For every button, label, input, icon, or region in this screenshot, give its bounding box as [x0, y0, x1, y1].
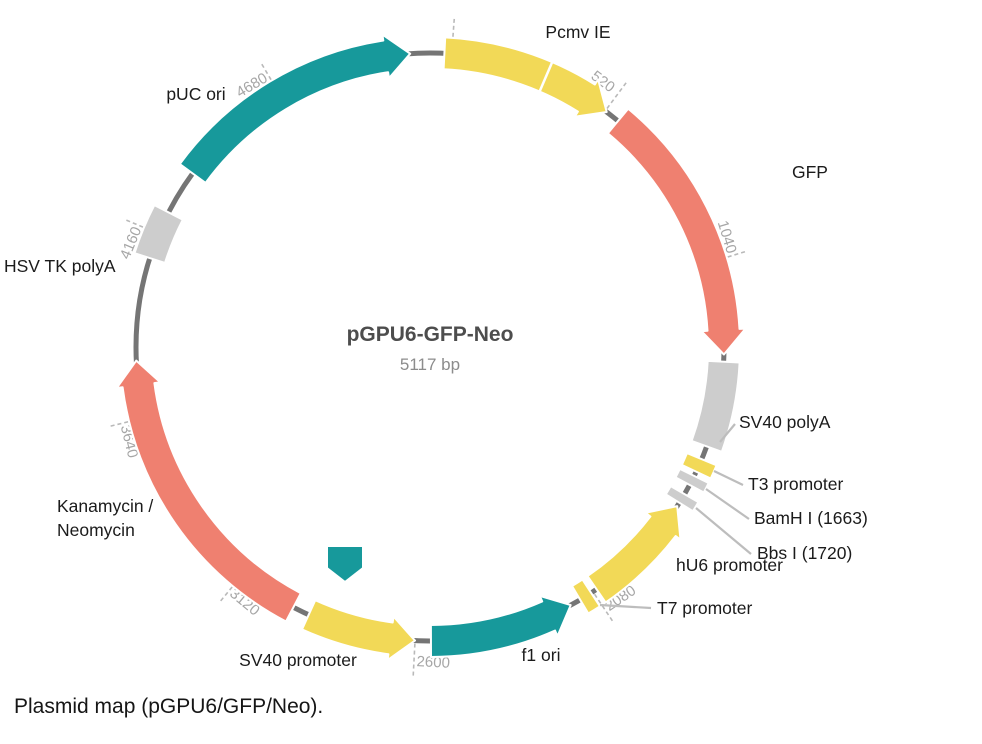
feature-gfp	[606, 107, 747, 356]
label-f1-ori: f1 ori	[522, 645, 561, 665]
label-kanamycin-neomycin: Kanamycin /Neomycin	[57, 496, 153, 540]
feature-sv40prom	[301, 599, 416, 662]
leader-sv40-polya	[719, 423, 736, 443]
leader-bbs1-site	[695, 507, 752, 555]
label-hsv-tk-polya: HSV TK polyA	[4, 256, 116, 276]
feature-hu6	[586, 505, 682, 604]
tick-mark	[124, 218, 157, 234]
tick-mark	[714, 250, 748, 262]
label-t7-promoter: T7 promoter	[657, 598, 752, 618]
label-sv40-polya: SV40 polyA	[739, 412, 831, 432]
feature-t7	[571, 578, 601, 615]
label-gfp: GFP	[792, 162, 828, 182]
feature-pcmv	[442, 36, 608, 118]
leader-t3-promoter	[713, 470, 744, 486]
plasmid-title: pGPU6-GFP-Neo	[347, 323, 514, 346]
label-puc-ori: pUC ori	[166, 84, 225, 104]
label-bbs1-site: Bbs I (1720)	[757, 543, 852, 563]
label-hu6-promoter: hU6 promoter	[676, 555, 783, 575]
feature-kanneo	[115, 359, 302, 623]
tick-label: 2600	[416, 653, 450, 672]
tick-mark	[108, 417, 142, 428]
tick-mark	[260, 62, 279, 93]
tick-mark	[593, 593, 615, 623]
label-t3-promoter: T3 promoter	[748, 474, 843, 494]
leader-t7-promoter	[599, 603, 652, 610]
label-pcmv-ie: Pcmv IE	[545, 22, 610, 42]
feature-divider	[537, 59, 555, 94]
tick-mark	[451, 16, 456, 51]
feature-puc	[178, 33, 412, 184]
inner-pentagon-icon	[326, 545, 364, 584]
feature-f1	[429, 594, 572, 658]
site-bamh1	[674, 467, 710, 494]
feature-t3	[680, 452, 718, 480]
tick-mark	[606, 80, 628, 109]
feature-hsvtk	[133, 204, 184, 264]
figure-caption: Plasmid map (pGPU6/GFP/Neo).	[14, 695, 323, 718]
label-bamh1-site: BamH I (1663)	[754, 508, 868, 528]
site-bbs1	[664, 485, 700, 513]
feature-sv40polya	[690, 359, 741, 453]
label-sv40-promoter: SV40 promoter	[239, 650, 357, 670]
tick-mark	[412, 643, 416, 678]
plasmid-size-label: 5117 bp	[400, 355, 460, 374]
tick-mark	[218, 575, 242, 603]
leader-bamh1-site	[705, 488, 750, 520]
